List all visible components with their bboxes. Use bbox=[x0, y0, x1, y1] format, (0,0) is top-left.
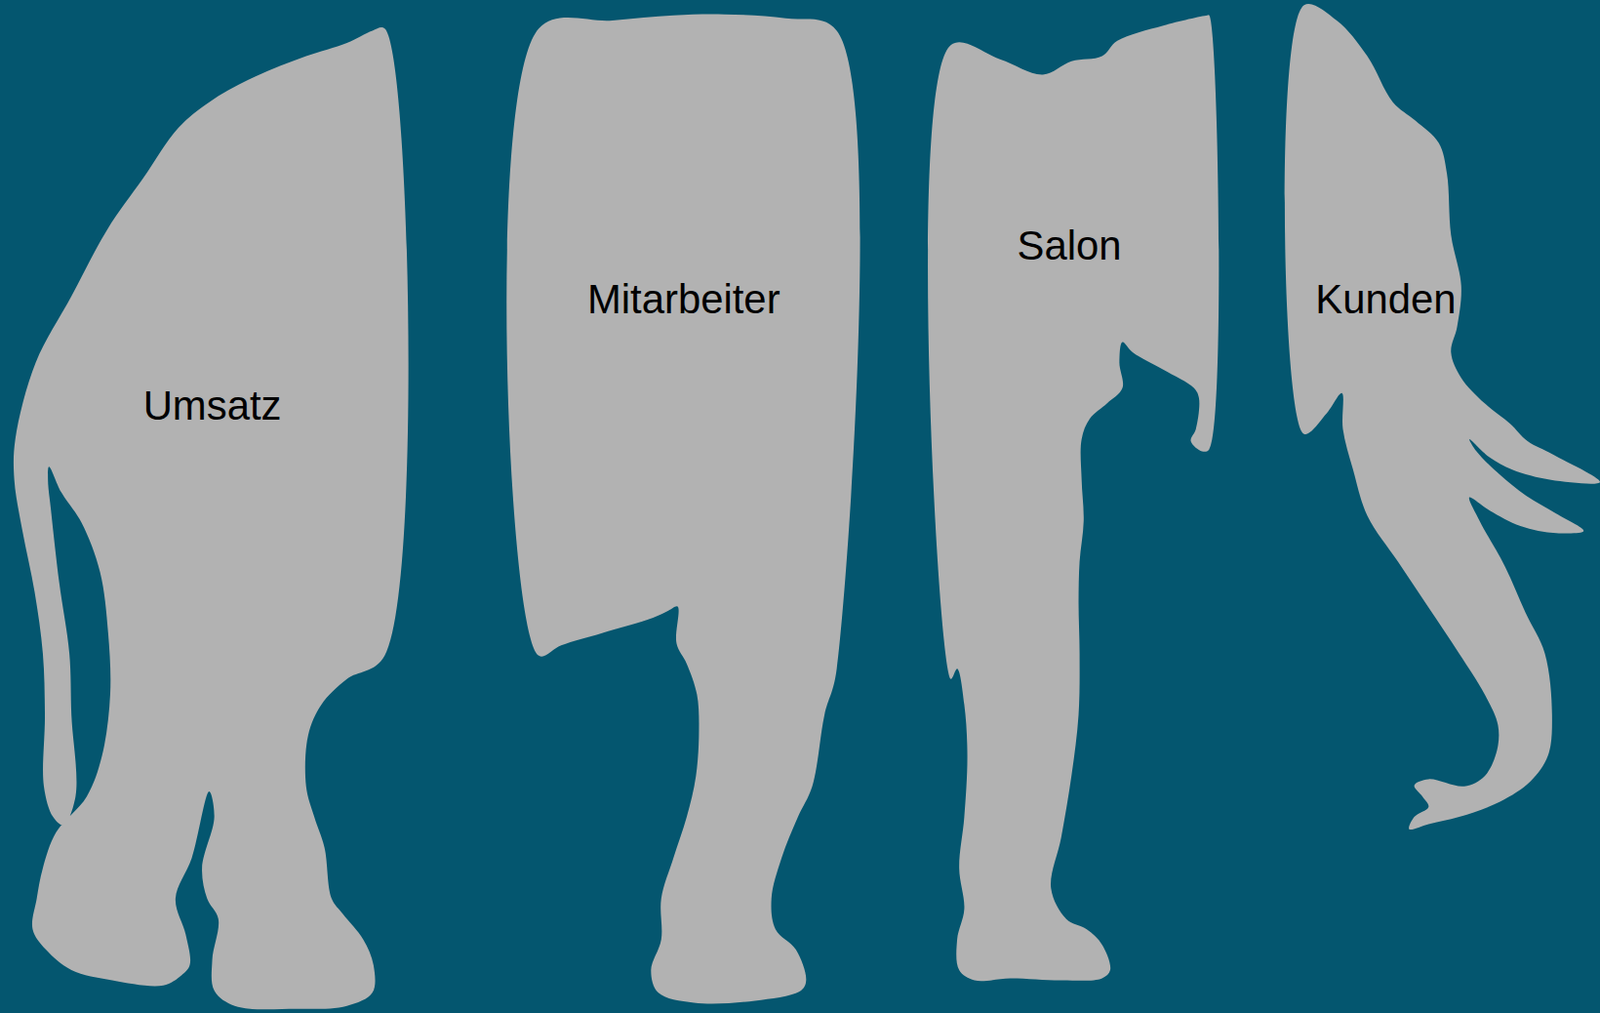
slice-label: Mitarbeiter bbox=[587, 277, 781, 322]
elephant-silhouette bbox=[0, 0, 385, 1013]
elephant-slice: Mitarbeiter bbox=[538, 0, 837, 1013]
elephant-part bbox=[1284, 3, 1600, 830]
elephant-silhouette bbox=[1304, 0, 1600, 1013]
slice-label: Kunden bbox=[1315, 277, 1456, 322]
elephant-slice: Kunden bbox=[1304, 0, 1600, 1013]
elephant-slice: Umsatz bbox=[0, 0, 385, 1013]
elephant-silhouette bbox=[538, 0, 837, 1013]
elephant-part bbox=[506, 14, 860, 1004]
slice-label: Salon bbox=[1017, 222, 1122, 268]
elephant-slice: Salon bbox=[951, 0, 1210, 1013]
slice-label: Umsatz bbox=[143, 382, 282, 428]
elephant-silhouette bbox=[951, 0, 1210, 1013]
elephant-part bbox=[927, 14, 1219, 981]
elephant-part bbox=[13, 27, 409, 1009]
